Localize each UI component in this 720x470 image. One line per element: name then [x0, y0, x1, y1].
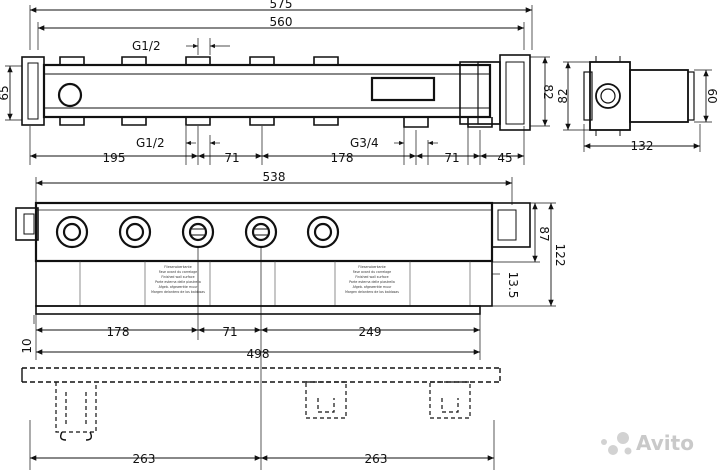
dim-498: 498	[247, 347, 270, 361]
finished-wall-labels: Fliesenoberkante Fase avant du carrelage…	[151, 265, 399, 294]
dim-195: 195	[103, 151, 126, 165]
wall-label-2b: Fase avant du carrelage	[353, 270, 391, 274]
dim-178-front: 178	[107, 325, 130, 339]
wall-label-6: Margen delantero de los baldosas	[151, 290, 205, 294]
dim-13-5: 13.5	[506, 272, 520, 299]
dim-71-a: 71	[224, 151, 239, 165]
dim-71-b: 71	[444, 151, 459, 165]
dim-87: 87	[537, 226, 551, 241]
dim-538: 538	[263, 170, 286, 184]
dim-65: 65	[0, 85, 11, 100]
side-view	[563, 56, 712, 152]
dim-560: 560	[270, 15, 293, 29]
dim-178-top: 178	[331, 151, 354, 165]
wall-label-1: Fliesenoberkante	[164, 265, 191, 269]
thread-label-bottom-right: G3/4	[350, 136, 379, 150]
wall-label-3: Finished wall surface	[161, 275, 194, 279]
wall-label-1b: Fliesenoberkante	[358, 265, 385, 269]
dim-249: 249	[359, 325, 382, 339]
dim-10: 10	[20, 338, 34, 353]
dim-575: 575	[270, 0, 293, 11]
wall-label-3b: Finished wall surface	[355, 275, 388, 279]
wall-label-5b: Afgeb. afgewerkte muur	[353, 285, 392, 289]
thread-label-bottom-left: G1/2	[136, 136, 165, 150]
watermark-text: Avito	[636, 431, 694, 455]
dim-60-side: 60	[705, 88, 719, 103]
wall-label-4: Parte esterna delle piastrella	[155, 280, 201, 284]
dim-45: 45	[497, 151, 512, 165]
dim-82-top: 82	[541, 84, 555, 99]
wall-label-2: Fase avant du carrelage	[159, 270, 197, 274]
wall-label-6b: Margen delantero de los baldosas	[345, 290, 399, 294]
top-view	[5, 5, 550, 165]
dim-82-side: 82	[556, 88, 570, 103]
thread-label-top: G1/2	[132, 39, 161, 53]
front-view	[15, 177, 556, 470]
dim-263-right: 263	[365, 452, 388, 466]
dim-71-front: 71	[222, 325, 237, 339]
avito-watermark: Avito	[601, 431, 694, 455]
wall-label-5: Afgeb. afgewerkte muur	[159, 285, 198, 289]
dim-132-side: 132	[631, 139, 654, 153]
bottom-view	[21, 367, 501, 470]
wall-label-4b: Parte esterna delle piastrella	[349, 280, 395, 284]
dim-263-left: 263	[133, 452, 156, 466]
dim-122: 122	[553, 244, 567, 267]
